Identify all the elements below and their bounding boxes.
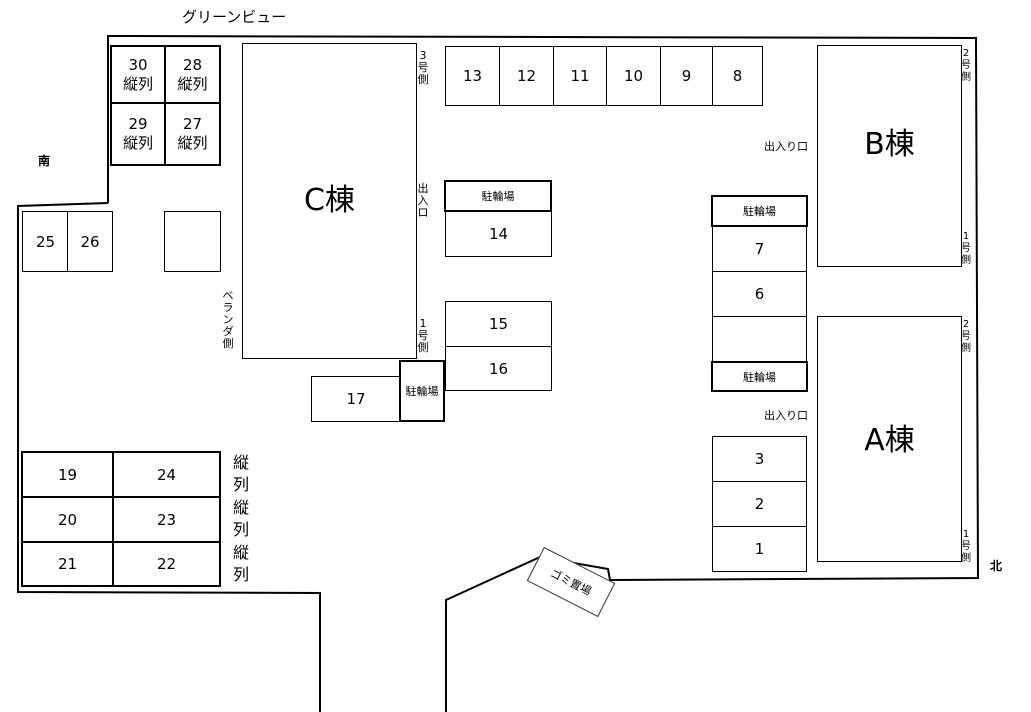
tandem-label-1: 縦 列 bbox=[233, 453, 250, 494]
parking-space-10: 10 bbox=[606, 46, 661, 106]
a-entrance-label: 出入り口 bbox=[764, 409, 808, 422]
parking-space-30: 30 縦列 bbox=[110, 45, 166, 104]
c-side3-label: 3 号 側 bbox=[417, 49, 429, 86]
parking-space-28: 28 縦列 bbox=[164, 45, 221, 104]
building-a: A棟 bbox=[817, 316, 962, 562]
building-c: C棟 bbox=[242, 43, 417, 359]
parking-space-12: 12 bbox=[499, 46, 554, 106]
parking-space-7: 7 bbox=[712, 226, 807, 272]
veranda-side-label: ベ ラ ン ダ 側 bbox=[222, 289, 234, 350]
parking-space-23: 23 bbox=[112, 496, 221, 543]
tandem-label-2: 縦 列 bbox=[233, 498, 250, 539]
parking-space-2: 2 bbox=[712, 481, 807, 527]
parking-space-3: 3 bbox=[712, 436, 807, 482]
compass-north: 北 bbox=[990, 559, 1003, 573]
parking-space-blank bbox=[164, 211, 221, 272]
building-b: B棟 bbox=[817, 45, 962, 267]
parking-space-22: 22 bbox=[112, 541, 221, 587]
parking-space-29: 29 縦列 bbox=[110, 102, 166, 166]
garbage-area-label: ゴミ置場 bbox=[548, 566, 594, 599]
building-b-label: B棟 bbox=[864, 127, 915, 162]
a-side1-label: 1 号 側 bbox=[961, 529, 971, 564]
bike-parking-c: 駐輪場 bbox=[399, 360, 445, 422]
parking-space-25: 25 bbox=[22, 211, 69, 272]
parking-space-13: 13 bbox=[445, 46, 500, 106]
parking-space-26: 26 bbox=[67, 211, 113, 272]
bike-parking-b: 駐輪場 bbox=[711, 195, 808, 227]
parking-space-24: 24 bbox=[112, 451, 221, 498]
building-a-label: A棟 bbox=[864, 423, 915, 458]
b-entrance-label: 出入り口 bbox=[764, 140, 808, 153]
parking-space-9: 9 bbox=[660, 46, 713, 106]
parking-space-15: 15 bbox=[445, 301, 552, 347]
bike-parking-center: 駐輪場 bbox=[444, 180, 552, 212]
c-side1-label: 1 号 側 bbox=[417, 317, 429, 354]
c-entrance-label: 出 入 ロ bbox=[417, 182, 429, 219]
parking-space-16: 16 bbox=[445, 346, 552, 391]
parking-space-blank-right bbox=[712, 316, 807, 362]
compass-south: 南 bbox=[38, 154, 51, 168]
parking-space-21: 21 bbox=[21, 541, 114, 587]
parking-space-14: 14 bbox=[445, 211, 552, 257]
building-c-label: C棟 bbox=[304, 183, 355, 218]
tandem-label-3: 縦 列 bbox=[233, 543, 250, 584]
b-side1-label: 1 号 側 bbox=[961, 231, 971, 266]
parking-space-6: 6 bbox=[712, 271, 807, 317]
lot-boundary-south bbox=[17, 202, 321, 712]
parking-space-27: 27 縦列 bbox=[164, 102, 221, 166]
parking-space-20: 20 bbox=[21, 496, 114, 543]
site-title: グリーンビュー bbox=[182, 8, 287, 26]
bike-parking-a: 駐輪場 bbox=[711, 361, 808, 392]
parking-space-11: 11 bbox=[553, 46, 607, 106]
b-side2-label: 2 号 側 bbox=[961, 48, 971, 83]
parking-space-8: 8 bbox=[712, 46, 763, 106]
parking-space-19: 19 bbox=[21, 451, 114, 498]
parking-space-1: 1 bbox=[712, 526, 807, 572]
a-side2-label: 2 号 側 bbox=[961, 319, 971, 354]
parking-space-17: 17 bbox=[311, 376, 401, 422]
